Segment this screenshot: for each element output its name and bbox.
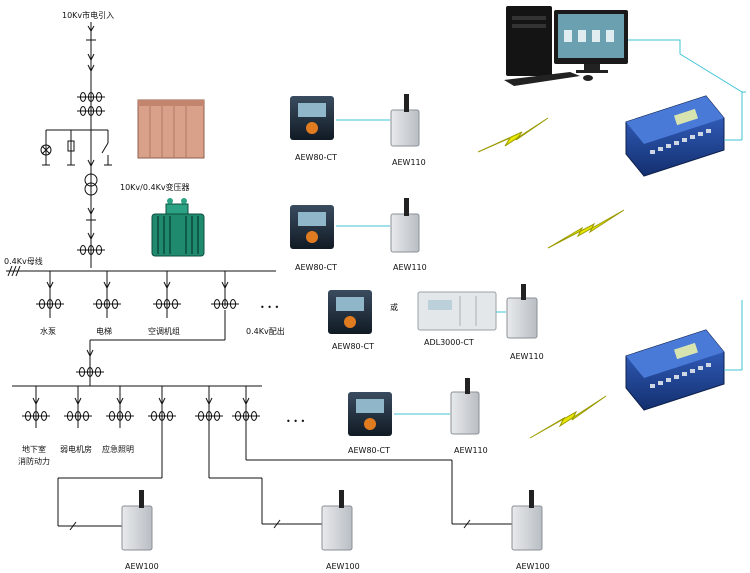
meter-1: AEW80-CT (290, 96, 337, 162)
transformer-picture (151, 198, 205, 257)
weak-room-label: 弱电机房 (60, 444, 92, 454)
lightning-icon-2 (547, 209, 625, 249)
bus-label: 0.4Kv母线 (4, 256, 43, 266)
meter-4-label: AEW80-CT (348, 446, 390, 455)
feeder-weak-room: 弱电机房 (60, 386, 93, 454)
meter-4: AEW80-CT (348, 392, 392, 455)
monitoring-computer (504, 6, 628, 86)
meter-1-label: AEW80-CT (295, 153, 337, 162)
distribution-label: 0.4Kv配出 (246, 326, 285, 336)
aew100-1-label: AEW100 (125, 562, 159, 571)
wireless-1-label: AEW110 (392, 158, 426, 167)
elevator-label: 电梯 (96, 326, 112, 336)
incoming-label: 10Kv市电引入 (62, 10, 114, 20)
feeder-aew100-2 (194, 386, 224, 478)
meter-3: AEW80-CT (328, 290, 374, 351)
basement-label: 地下室 (22, 444, 46, 454)
ellipsis-2: • • • (286, 417, 305, 426)
aew100-unit-1: AEW100 (121, 490, 159, 571)
transformer-label: 10Kv/0.4Kv变压器 (120, 182, 190, 192)
ellipsis-1: • • • (260, 303, 279, 312)
wireless-3-label: AEW110 (510, 352, 544, 361)
lightning-icon-3 (529, 395, 607, 439)
aew100-unit-2: AEW100 (321, 490, 360, 571)
fire-power-label: 消防动力 (18, 456, 50, 466)
meter-3-label: AEW80-CT (332, 342, 374, 351)
feeder-water-pump: 水泵 (35, 271, 65, 336)
feeder-aew100-3 (231, 386, 261, 460)
feeder-elevator: 电梯 (92, 271, 122, 336)
aew100-3-label: AEW100 (516, 562, 550, 571)
substation-picture (137, 99, 205, 159)
aew100-2-label: AEW100 (326, 562, 360, 571)
emergency-light-label: 应急照明 (102, 444, 134, 454)
gateway-2 (625, 329, 725, 411)
wireless-3: AEW110 (496, 284, 544, 361)
meter-2-label: AEW80-CT (295, 263, 337, 272)
feeder-emergency-light: 应急照明 (102, 386, 135, 454)
or-label: 或 (390, 302, 398, 312)
lightning-icon-1 (477, 117, 549, 153)
wireless-2: AEW110 (336, 198, 427, 272)
water-pump-label: 水泵 (40, 326, 56, 336)
gateway-1 (625, 95, 725, 177)
meter-2: AEW80-CT (290, 205, 337, 272)
feeder-basement: 地下室 消防动力 (18, 386, 51, 466)
aew100-unit-3: AEW100 (511, 490, 550, 571)
wireless-1: AEW110 (336, 94, 426, 167)
ac-unit-label: 空调机组 (148, 326, 180, 336)
feeder-ac-unit: 空调机组 (148, 271, 182, 336)
wireless-4: AEW110 (394, 378, 488, 455)
adl-label: ADL3000-CT (424, 338, 474, 347)
adl3000-meter: ADL3000-CT (417, 291, 497, 347)
network-links (628, 39, 746, 371)
single-line-diagram: 10Kv市电引入 10Kv/0.4Kv变压器 0.4Kv母线 (4, 10, 512, 531)
feeder-meter-1 (210, 271, 240, 309)
wireless-4-label: AEW110 (454, 446, 488, 455)
feeder-aew100-1 (147, 386, 177, 478)
wireless-2-label: AEW110 (393, 263, 427, 272)
